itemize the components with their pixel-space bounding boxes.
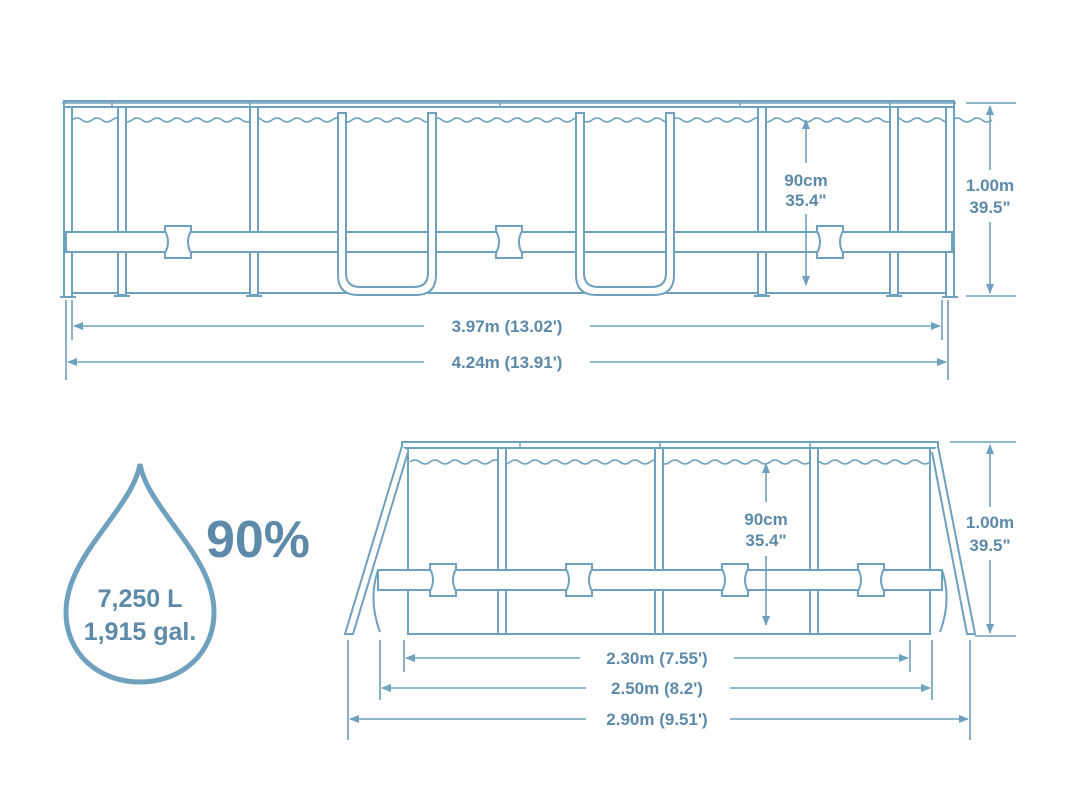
side-view: 2.30m (7.55') 2.50m (8.2') 2.90m (9.51')… [343, 441, 1016, 740]
front-height-m-label: 1.00m [966, 176, 1014, 195]
side-water-depth-cm-label: 90cm [744, 510, 787, 529]
front-corner-legs [60, 106, 958, 298]
front-view: 3.97m (13.02') 4.24m (13.91') 90cm 35.4"… [60, 100, 1016, 380]
side-inner-width-label: 2.30m (7.55') [606, 649, 707, 668]
front-top-rail [62, 100, 956, 108]
side-connectors [429, 563, 885, 597]
front-connectors [164, 225, 844, 259]
side-height-m-label: 1.00m [966, 513, 1014, 532]
side-pool-body [407, 448, 931, 635]
side-water-line [409, 459, 931, 465]
front-inner-length-label: 3.97m (13.02') [452, 317, 563, 336]
side-top-rail [401, 441, 939, 449]
front-legs [114, 106, 902, 297]
side-legs [494, 447, 822, 635]
front-u-supports [337, 112, 675, 296]
capacity-liters-label: 7,250 L [98, 585, 183, 613]
side-water-depth-in-label: 35.4" [745, 531, 786, 550]
front-water-depth-cm-label: 90cm [784, 171, 827, 190]
capacity-badge: 7,250 L 1,915 gal. 90% [63, 463, 310, 685]
water-drop-icon [63, 463, 217, 685]
capacity-gallons-label: 1,915 gal. [84, 618, 197, 646]
side-dimension-lines [347, 441, 1016, 740]
side-height-in-label: 39.5" [969, 536, 1010, 555]
front-water-line [71, 117, 993, 123]
side-slanted-legs [343, 445, 977, 635]
side-bottom-bar [372, 569, 948, 633]
front-water-depth-in-label: 35.4" [785, 191, 826, 210]
fill-percent-label: 90% [206, 511, 310, 569]
front-outer-length-label: 4.24m (13.91') [452, 353, 563, 372]
side-outer-width-label: 2.90m (9.51') [606, 710, 707, 729]
front-dimension-lines [65, 102, 1016, 380]
side-middle-width-label: 2.50m (8.2') [611, 679, 703, 698]
front-height-in-label: 39.5" [969, 198, 1010, 217]
